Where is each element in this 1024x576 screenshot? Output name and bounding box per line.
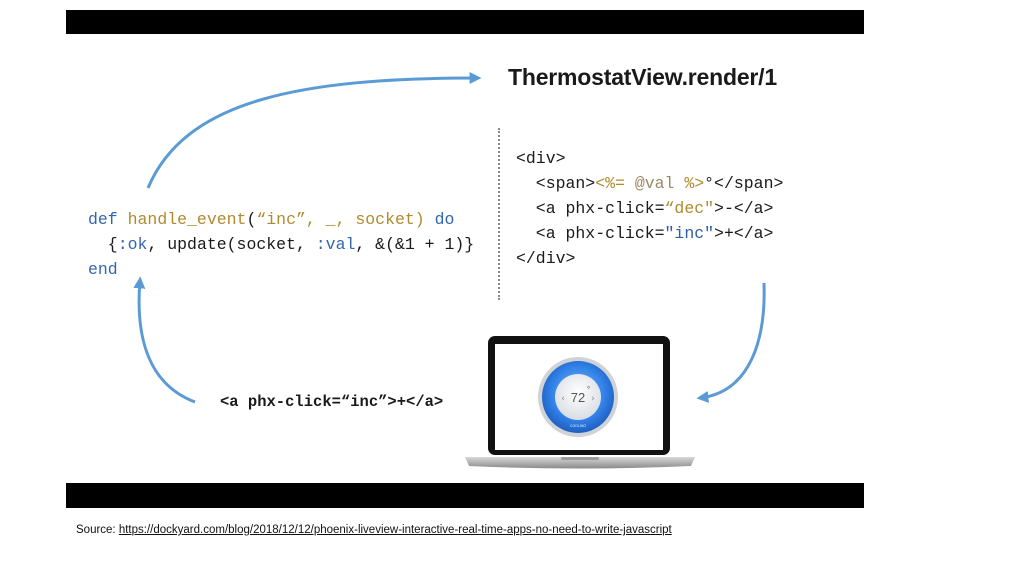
dec-link-open: <a phx-click= xyxy=(516,199,665,218)
top-black-band xyxy=(66,10,864,34)
thermostat-widget: 72 ° ‹ › COOLING xyxy=(538,357,618,437)
val-assign: @val xyxy=(634,174,675,193)
source-label: Source: xyxy=(76,524,116,536)
bottom-black-band xyxy=(66,483,864,508)
span-open: <span> xyxy=(516,174,596,193)
diagram-title: ThermostatView.render/1 xyxy=(508,64,777,90)
arrow-handler-to-render xyxy=(146,72,482,189)
handler-line-3: end xyxy=(88,260,118,279)
handle-event-code: def handle_event(“inc”, _, socket) do {:… xyxy=(88,207,474,282)
val-atom: :val xyxy=(315,235,356,254)
render-template-code: <div> <span><%= @val %>°</span> <a phx-c… xyxy=(516,146,783,271)
template-line-3: <a phx-click=“dec">-</a> xyxy=(516,196,783,221)
thermostat-temperature: 72 xyxy=(571,390,585,405)
inc-string: "inc" xyxy=(664,224,715,243)
do-keyword: do xyxy=(434,210,455,229)
update-call: , update(socket, xyxy=(147,235,316,254)
function-name: handle_event xyxy=(127,210,247,229)
open-paren: ( xyxy=(246,210,257,229)
inc-link-open: <a phx-click= xyxy=(516,224,665,243)
eex-close: %> xyxy=(674,174,705,193)
arrow-click-to-handler xyxy=(133,276,196,404)
thermostat-inc-chevron: › xyxy=(591,394,595,404)
def-keyword: def xyxy=(88,210,118,229)
template-line-5: </div> xyxy=(516,249,576,268)
template-line-4: <a phx-click="inc">+</a> xyxy=(516,221,783,246)
handler-line-2: {:ok, update(socket, :val, &(&1 + 1)} xyxy=(88,232,474,257)
inc-link-close: >+</a> xyxy=(714,224,774,243)
dec-link-close: >-</a> xyxy=(714,199,774,218)
thermostat-dec-chevron: ‹ xyxy=(561,394,565,404)
template-line-2: <span><%= @val %>°</span> xyxy=(516,171,784,196)
laptop-illustration: 72 ° ‹ › COOLING xyxy=(465,336,695,469)
laptop-base xyxy=(465,457,695,469)
tuple-open: { xyxy=(88,235,118,254)
phx-click-snippet: <a phx-click=“inc”>+</a> xyxy=(220,393,444,411)
thermostat-face xyxy=(555,374,601,420)
arrow-render-to-laptop xyxy=(696,282,766,403)
ok-atom: :ok xyxy=(117,235,148,254)
increment-fn: , &(&1 + 1)} xyxy=(355,235,475,254)
source-caption: Source: https://dockyard.com/blog/2018/1… xyxy=(76,524,672,536)
dec-string: “dec" xyxy=(664,199,715,218)
template-line-1: <div> xyxy=(516,149,566,168)
thermostat-brand: COOLING xyxy=(570,424,586,428)
event-string: “inc” xyxy=(256,210,306,229)
dotted-divider xyxy=(498,128,500,300)
laptop-notch xyxy=(561,457,599,460)
span-close: °</span> xyxy=(704,174,784,193)
eex-open: <%= xyxy=(595,174,635,193)
source-link[interactable]: https://dockyard.com/blog/2018/12/12/pho… xyxy=(118,524,672,536)
handler-line-1: def handle_event(“inc”, _, socket) do xyxy=(88,207,474,232)
params: , _, socket) xyxy=(305,210,425,229)
thermostat-degree: ° xyxy=(587,385,590,394)
